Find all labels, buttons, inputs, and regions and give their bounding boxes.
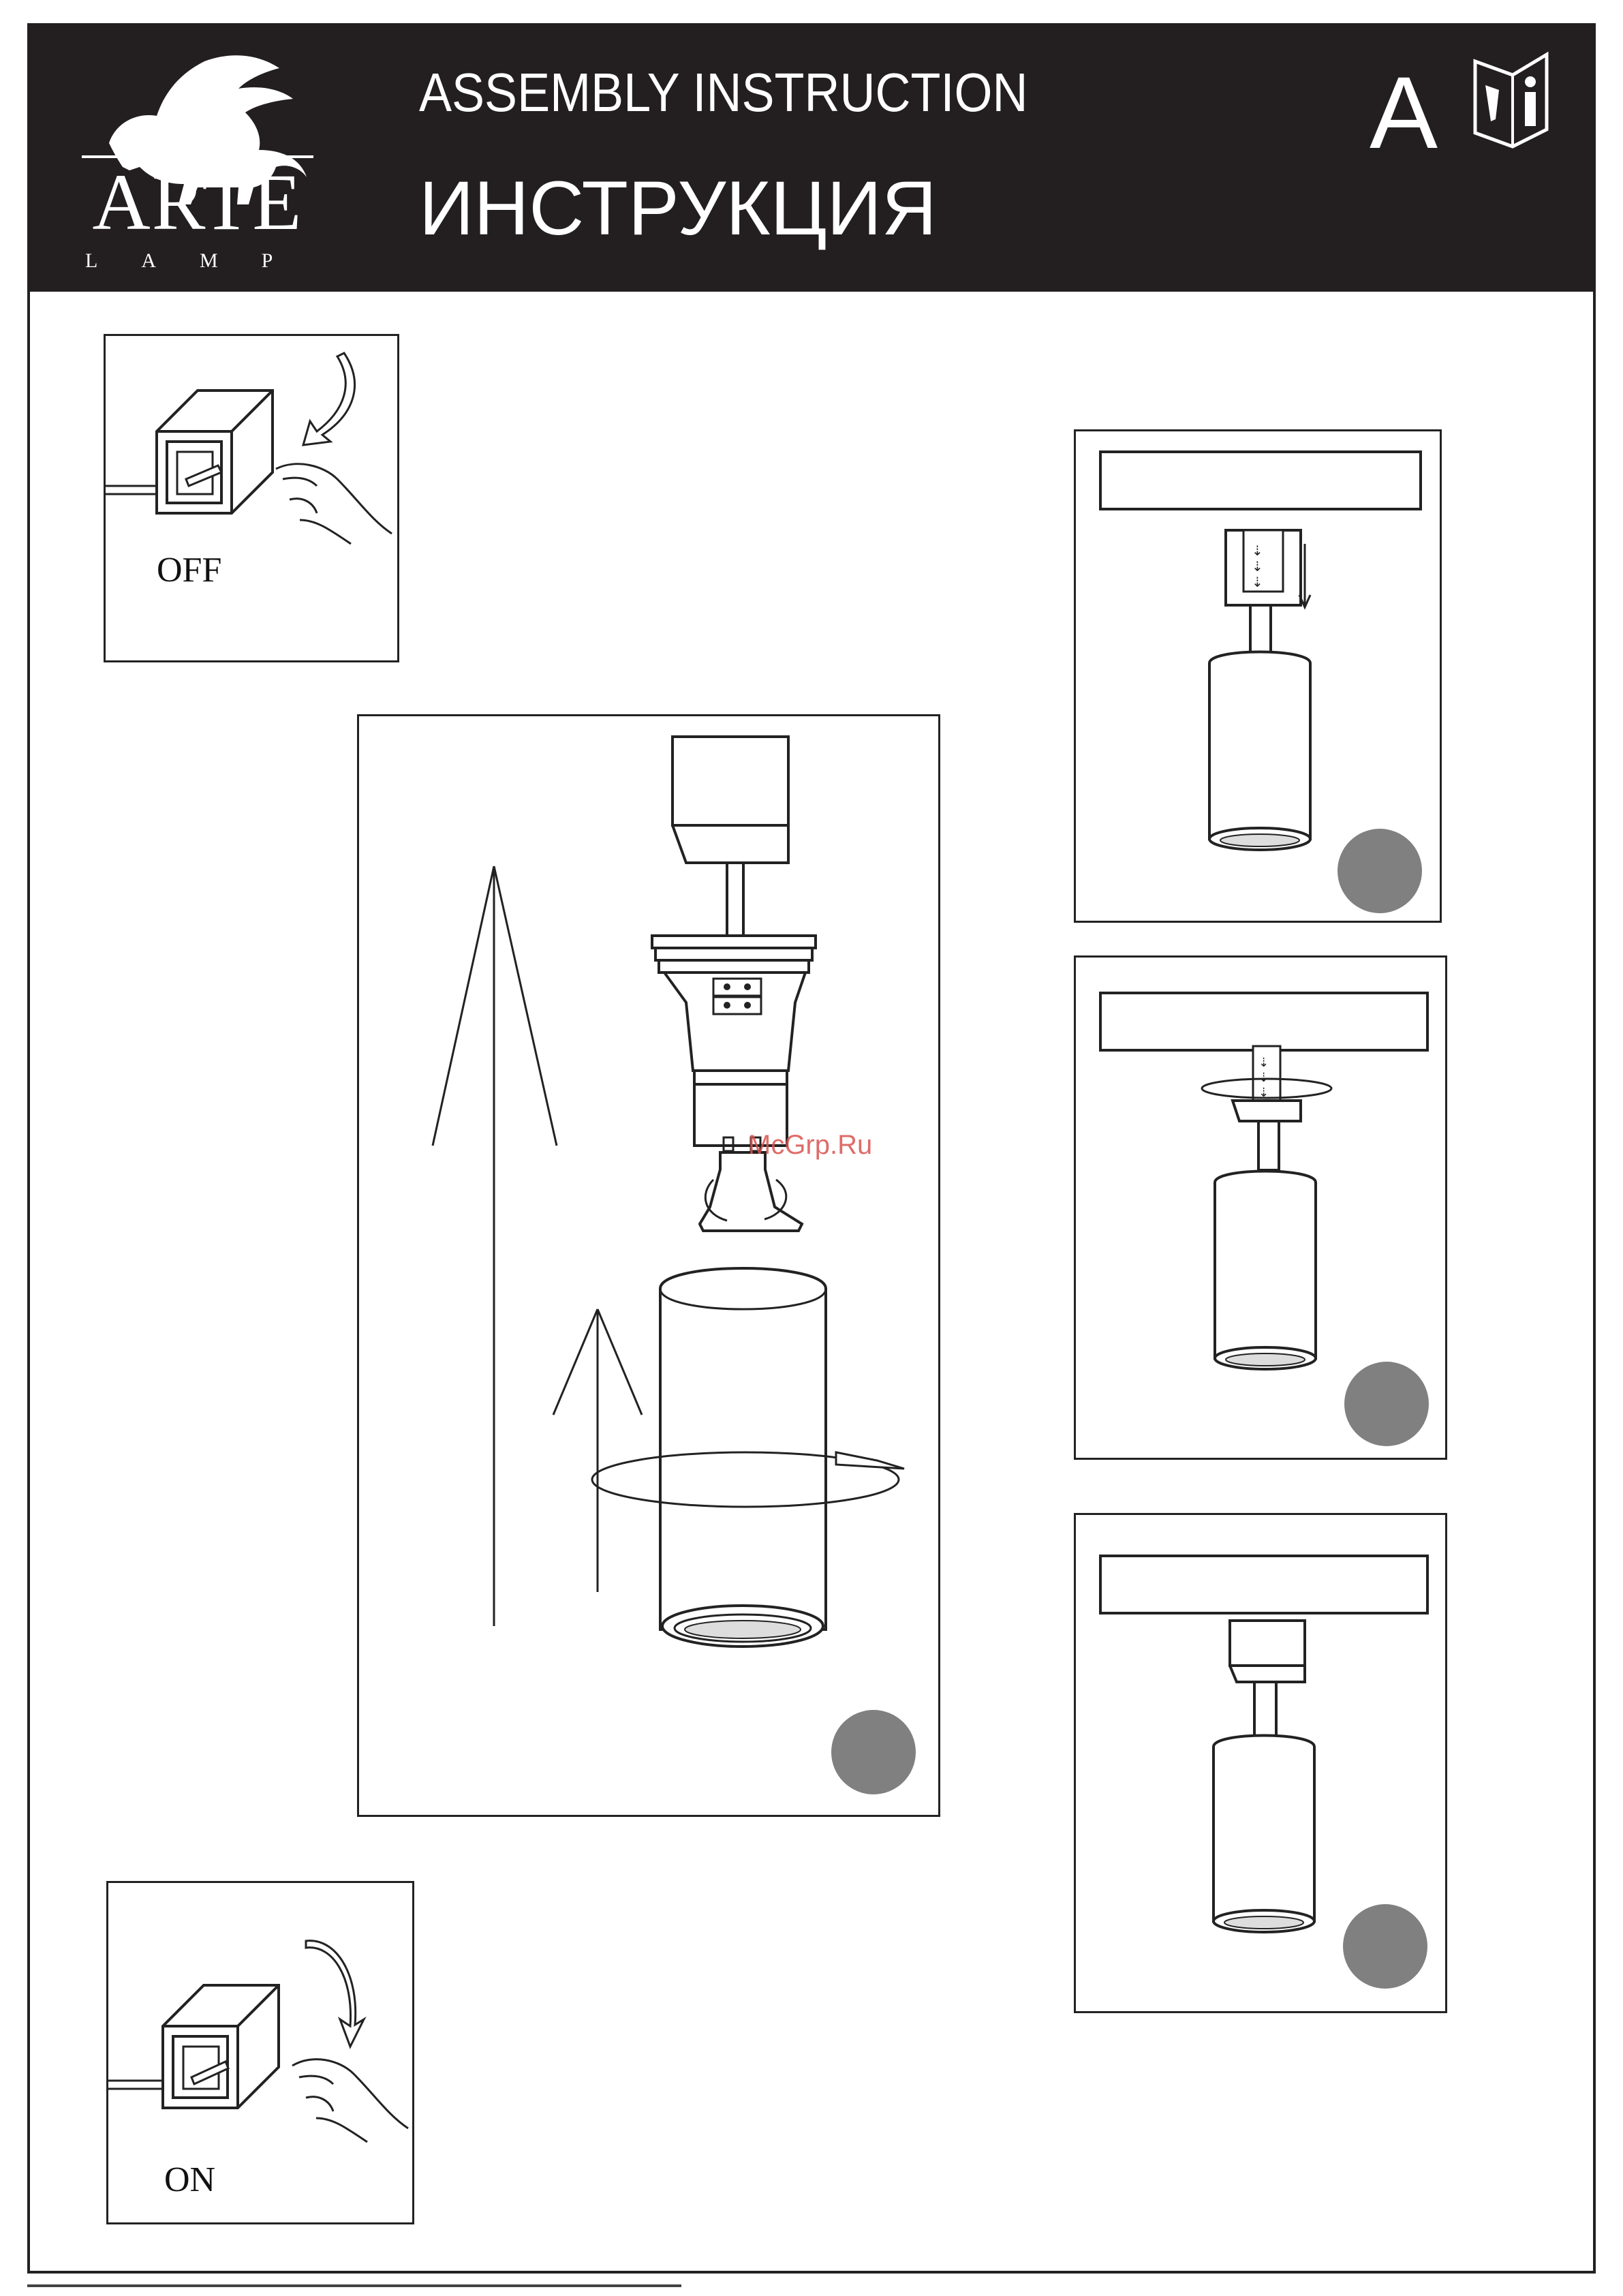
step-switch-off: OFF [104, 334, 399, 662]
title-russian: ИНСТРУКЦИЯ [419, 170, 937, 247]
svg-text:⇣: ⇣ [1252, 558, 1263, 575]
svg-text:⇣: ⇣ [1252, 542, 1263, 559]
step-main-assembly [357, 714, 940, 1817]
brand-subtitle: LAMP [85, 251, 317, 271]
section-letter: A [1370, 61, 1438, 164]
switch-on-label: ON [164, 2162, 215, 2198]
step-track-insert: ⇣ ⇣ ⇣ [1074, 429, 1442, 923]
svg-text:⇣: ⇣ [1252, 574, 1263, 590]
step-switch-on: ON [106, 1881, 414, 2224]
switch-on-drawing [108, 1883, 416, 2226]
info-booklet-icon [1465, 48, 1554, 150]
title-english: ASSEMBLY INSTRUCTION [419, 65, 1028, 120]
svg-text:⇣: ⇣ [1258, 1056, 1269, 1070]
footer-line [27, 2284, 681, 2287]
brand-name: ARTE [82, 162, 313, 243]
svg-text:⇣: ⇣ [1258, 1071, 1269, 1085]
main-assembly-drawing [359, 716, 942, 1819]
switch-off-drawing [106, 336, 401, 664]
step-track-rotate: ⇣ ⇣ ⇣ [1074, 955, 1447, 1460]
watermark-text: McGrp.Ru [748, 1131, 872, 1159]
step-track-locked [1074, 1513, 1447, 2013]
switch-off-label: OFF [157, 553, 221, 588]
track-locked-drawing [1076, 1515, 1449, 2015]
track-insert-drawing: ⇣ ⇣ ⇣ [1076, 431, 1444, 925]
track-rotate-drawing: ⇣ ⇣ ⇣ [1076, 958, 1449, 1462]
